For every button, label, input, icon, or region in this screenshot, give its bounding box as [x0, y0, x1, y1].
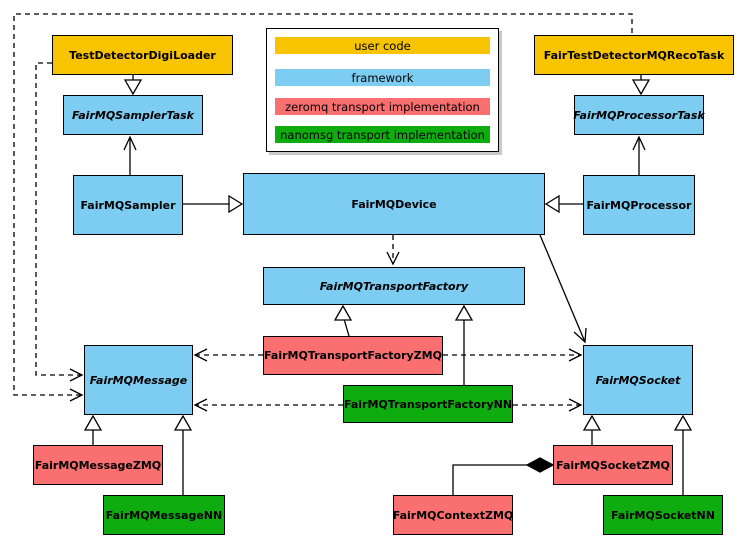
edge-dependency-tfnn-socket [513, 398, 583, 412]
node-label: FairMQTransportFactory [319, 279, 469, 293]
legend-item-zeromq: zeromq transport implementation [275, 98, 490, 115]
edge-dependency-digiloader-message [35, 62, 84, 382]
node-label: FairMQTransportFactoryNN [343, 397, 513, 411]
node-testdetectordigiloader: TestDetectorDigiLoader [52, 35, 233, 75]
node-label: FairMQProcessor [586, 198, 692, 212]
node-fairtestdetectormqrecotask: FairTestDetectorMQRecoTask [534, 35, 734, 75]
node-label: FairMQTransportFactoryZMQ [264, 349, 442, 362]
edge-inheritance-sampler-device [183, 194, 244, 214]
edge-association-processor-processortask [632, 135, 646, 175]
node-fairmqtransportfactory: FairMQTransportFactory [263, 267, 525, 305]
node-fairmqtransportfactorynn: FairMQTransportFactoryNN [343, 385, 513, 423]
node-fairmqprocessor: FairMQProcessor [583, 175, 695, 235]
node-fairmqtransportfactoryzmq: FairMQTransportFactoryZMQ [263, 336, 443, 375]
edge-dependency-recotask-message [13, 13, 633, 402]
legend-label: framework [351, 70, 414, 85]
edge-dependency-tfnn-message [193, 398, 343, 412]
node-fairmqsocketzmq: FairMQSocketZMQ [553, 445, 673, 485]
legend-item-user-code: user code [275, 37, 490, 54]
legend-label: zeromq transport implementation [285, 99, 480, 114]
node-label: FairTestDetectorMQRecoTask [543, 48, 725, 62]
edge-inheritance-messagenn-message [173, 414, 193, 495]
node-label: FairMQMessageNN [105, 508, 223, 522]
node-label: FairMQSocketNN [611, 508, 715, 522]
node-fairmqsampler: FairMQSampler [73, 175, 183, 235]
node-label: FairMQSampler [80, 198, 176, 212]
node-label: FairMQMessageZMQ [34, 458, 162, 472]
edge-inheritance-socketnn-socket [673, 414, 693, 495]
node-label: FairMQSocket [595, 373, 681, 387]
node-fairmqmessagenn: FairMQMessageNN [103, 495, 225, 535]
edge-inheritance-recotask-processortask [631, 75, 651, 96]
node-label: FairMQSocketZMQ [556, 458, 670, 472]
node-fairmqprocessortask: FairMQProcessorTask [573, 95, 705, 135]
node-fairmqsocket: FairMQSocket [583, 345, 693, 415]
legend-box: user code framework zeromq transport imp… [266, 28, 499, 152]
edge-association-sampler-samplertask [123, 135, 137, 175]
edge-inheritance-tfnn-transportfactory [454, 304, 474, 385]
edge-inheritance-messagezmq-message [83, 414, 103, 445]
edge-dependency-tfzmq-socket [443, 348, 583, 362]
node-label: FairMQContextZMQ [392, 508, 514, 522]
node-fairmqmessagezmq: FairMQMessageZMQ [33, 445, 163, 485]
edge-association-device-socket [539, 234, 587, 344]
node-label: FairMQMessage [89, 373, 188, 387]
node-fairmqmessage: FairMQMessage [84, 345, 193, 415]
edge-inheritance-digiloader-samplertask [123, 75, 143, 96]
legend-label: user code [354, 38, 411, 53]
node-fairmqcontextzmq: FairMQContextZMQ [393, 495, 513, 535]
edge-composition-contextzmq-socketzmq [452, 457, 555, 495]
node-fairmqsocketnn: FairMQSocketNN [603, 495, 723, 535]
edge-dependency-device-transportfactory [386, 235, 400, 266]
node-label: FairMQProcessorTask [573, 108, 705, 122]
edge-inheritance-processor-device [544, 194, 583, 214]
edge-inheritance-tfzmq-transportfactory [333, 304, 353, 337]
legend-item-nanomsg: nanomsg transport implementation [275, 126, 490, 143]
legend-item-framework: framework [275, 69, 490, 86]
node-label: FairMQDevice [351, 197, 437, 211]
node-fairmqsamplertask: FairMQSamplerTask [63, 95, 203, 135]
legend-label: nanomsg transport implementation [280, 127, 485, 142]
edge-dependency-tfzmq-message [193, 348, 263, 362]
node-fairmqdevice: FairMQDevice [243, 173, 545, 235]
node-label: TestDetectorDigiLoader [69, 48, 216, 62]
node-label: FairMQSamplerTask [72, 108, 194, 122]
edge-inheritance-socketzmq-socket [582, 414, 602, 445]
